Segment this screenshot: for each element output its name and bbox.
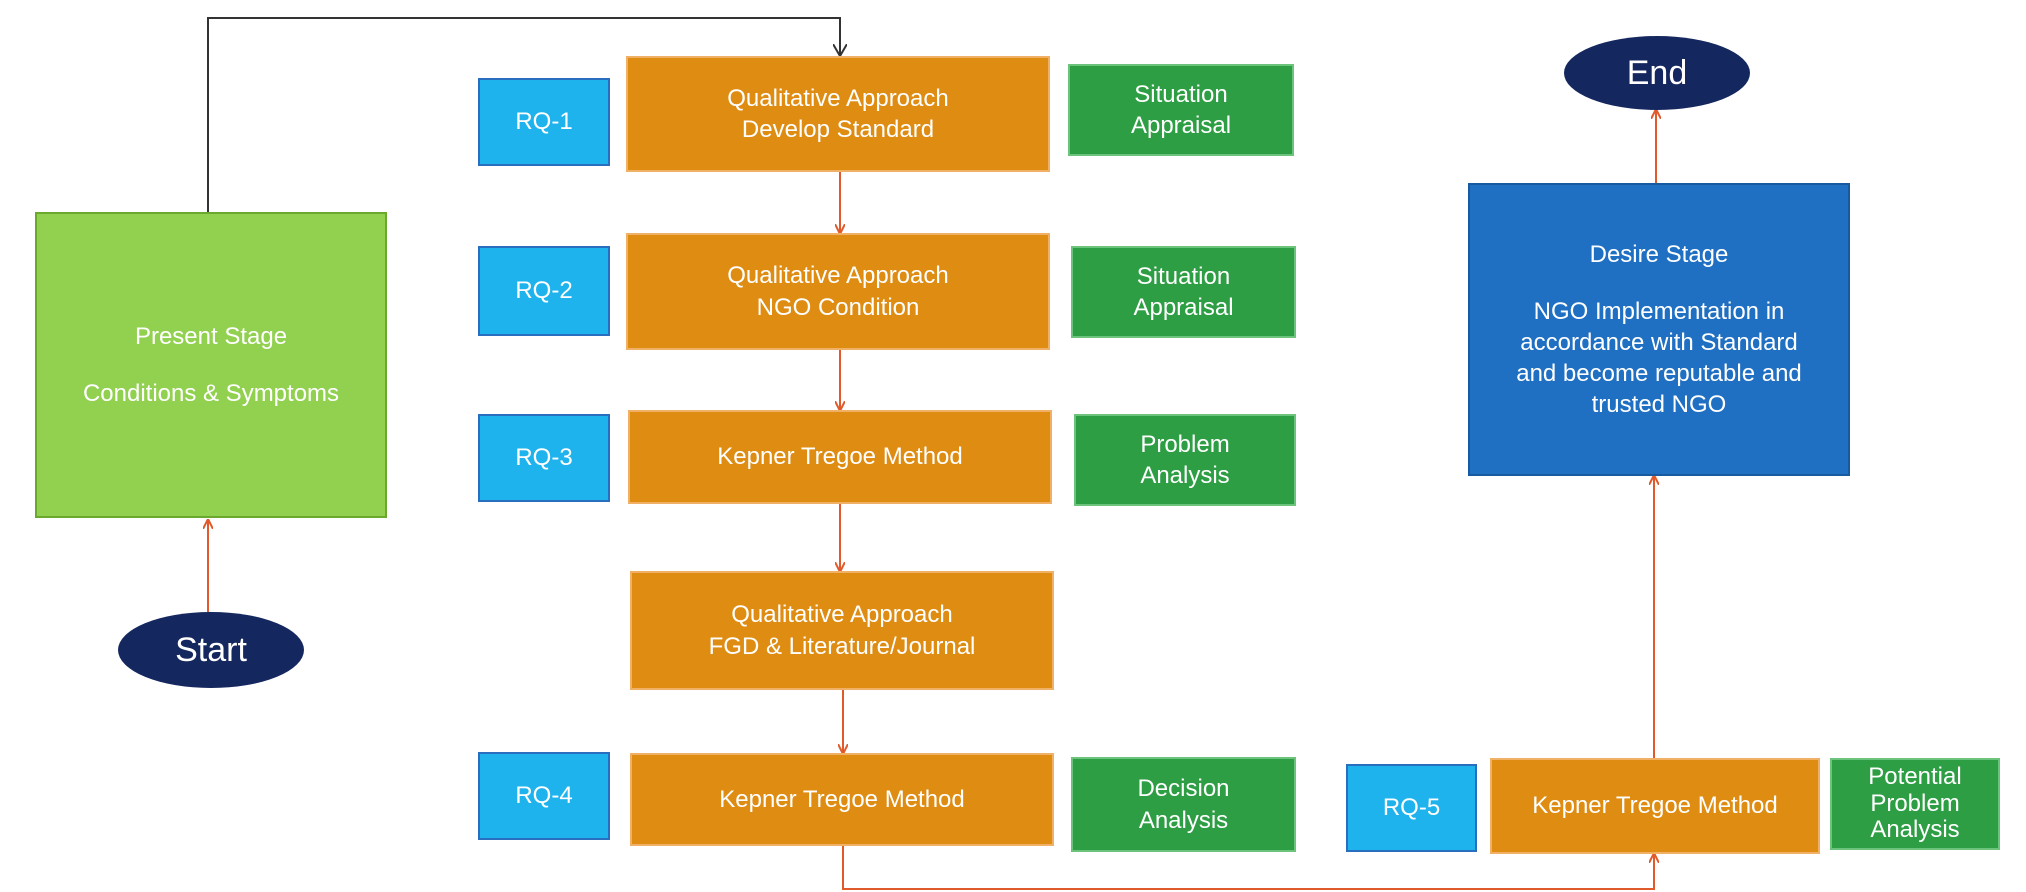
rq-box-4: RQ-4 [478,752,610,840]
desire-stage-line: trusted NGO [1591,391,1727,419]
output-line: Potential [1868,763,1962,791]
output-line: Analysis [1138,806,1229,834]
method-line: NGO Condition [756,293,920,321]
output-box-6: Potential Problem Analysis [1830,758,2000,850]
rq-box-3: RQ-3 [478,414,610,502]
output-box-2: Situation Appraisal [1071,246,1296,338]
output-line: Analysis [1140,462,1230,489]
method-box-4: Qualitative Approach FGD & Literature/Jo… [630,571,1054,690]
method-box-2: Qualitative Approach NGO Condition [626,233,1050,350]
present-stage-title: Present Stage [134,322,288,350]
step5-to-step6-connector [842,846,1654,890]
rq-box-1: RQ-1 [478,78,610,166]
present-stage-subtitle: Conditions & Symptoms [82,380,340,407]
method-box-5: Kepner Tregoe Method [630,753,1054,846]
method-box-3: Kepner Tregoe Method [628,410,1052,504]
method-line: Qualitative Approach [727,84,949,112]
desire-stage-line: accordance with Standard [1520,328,1798,356]
method-box-6: Kepner Tregoe Method [1490,758,1820,854]
rq-label: RQ-4 [515,782,573,810]
desire-stage-line: NGO Implementation in [1533,297,1785,325]
start-oval: Start [118,612,304,688]
output-line: Appraisal [1133,294,1234,321]
output-line: Situation [1134,80,1228,108]
method-line: Kepner Tregoe Method [719,785,965,813]
rq-label: RQ-2 [515,277,573,305]
desire-stage-box: Desire Stage NGO Implementation in accor… [1468,183,1850,476]
output-line: Appraisal [1130,112,1232,139]
method-line: FGD & Literature/Journal [708,632,976,660]
method-line: Develop Standard [741,116,935,143]
present-to-rq1-connector [207,17,840,212]
desire-stage-line: and become reputable and [1516,360,1802,388]
output-box-5: Decision Analysis [1071,757,1296,852]
desire-stage-title: Desire Stage [1589,240,1729,268]
output-box-1: Situation Appraisal [1068,64,1294,156]
rq-box-5: RQ-5 [1346,764,1477,852]
output-box-3: Problem Analysis [1074,414,1296,506]
output-line: Analysis [1870,816,1960,844]
method-line: Kepner Tregoe Method [1532,792,1778,820]
method-line: Qualitative Approach [731,601,953,629]
rq-label: RQ-3 [515,444,573,472]
output-line: Problem [1140,430,1230,458]
output-line: Situation [1136,262,1231,290]
output-line: Decision [1137,775,1230,803]
present-stage-box: Present Stage Conditions & Symptoms [35,212,387,518]
method-line: Qualitative Approach [727,262,949,290]
start-label: Start [175,630,247,669]
rq-label: RQ-5 [1382,794,1441,822]
method-line: Kepner Tregoe Method [717,443,963,471]
end-label: End [1626,53,1688,92]
end-oval: End [1564,36,1750,110]
rq-label: RQ-1 [515,108,573,136]
rq-box-2: RQ-2 [478,246,610,336]
method-box-1: Qualitative Approach Develop Standard [626,56,1050,172]
output-line: Problem [1870,789,1960,817]
